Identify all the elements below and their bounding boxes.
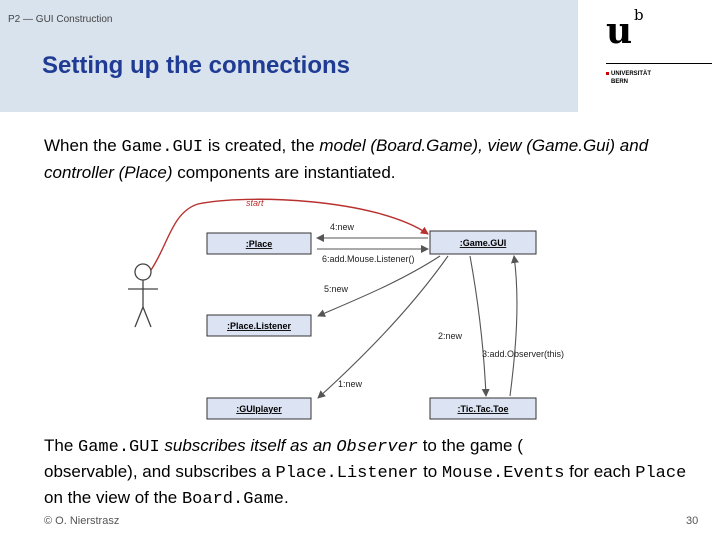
intro-code-gamegui: Game.GUI (121, 138, 204, 157)
placelistener-box (206, 314, 312, 337)
slide-header: P2 — GUI Construction Setting up the con… (0, 0, 578, 112)
para2-text-7: . (284, 488, 289, 507)
intro-text-2: is created, the (203, 136, 320, 155)
message-4-label: 4:new (330, 222, 355, 232)
para2-text-2: to the game ( (417, 436, 523, 455)
message-2-label: 2:new (438, 331, 463, 341)
intro-text-3: components are instantiated. (172, 163, 396, 182)
start-label: start (246, 198, 264, 208)
para2-code-placelistener: Place.Listener (275, 464, 419, 483)
guiplayer-box (206, 397, 312, 420)
gamegui-box (429, 230, 537, 255)
message-5-arrow (317, 255, 441, 317)
para2-code-boardgame: Board.Game (181, 490, 285, 509)
message-5-label: 5:new (324, 284, 349, 294)
message-3-arrow (509, 255, 519, 397)
slide-title: Setting up the connections (42, 52, 351, 79)
logo-letter-b: b (634, 6, 644, 24)
actor-stick-figure (128, 263, 158, 328)
start-arrow (150, 198, 429, 271)
message-3-label: 3:add.Observer(this) (482, 349, 564, 359)
message-1-arrow (317, 255, 449, 399)
para2-text-5: for each (564, 462, 636, 481)
placelistener-box-label: :Place.Listener (227, 321, 292, 331)
para2-code-gamegui: Game.GUI (78, 438, 160, 457)
explanation-paragraph: The Game.GUI subscribes itself as an Obs… (44, 434, 694, 512)
para2-text-6: on the view of the (44, 488, 182, 507)
logo-rule (606, 63, 712, 64)
para2-text-3: observable), and subscribes a (44, 462, 276, 481)
intro-text-1: When the (44, 136, 122, 155)
para2-code-observer: Observer (336, 438, 418, 457)
place-box (206, 232, 312, 255)
university-logo (578, 0, 720, 112)
message-6-label: 6:add.Mouse.Listener() (322, 254, 415, 264)
logo-wordmark: UNIVERSITÄT BERN (606, 70, 651, 86)
logo-square-icon (606, 71, 609, 75)
message-2-arrow (469, 255, 490, 397)
guiplayer-box-label: :GUIplayer (236, 404, 282, 414)
logo-letter-u: u (606, 10, 633, 52)
tictactoe-box-label: :Tic.Tac.Toe (457, 404, 508, 414)
para2-code-mouseevents: Mouse.Events (441, 464, 565, 483)
page-number: 30 (686, 515, 699, 527)
logo-line1: UNIVERSITÄT (611, 71, 652, 77)
gamegui-box-label: :Game.GUI (460, 238, 507, 248)
place-box-label: :Place (246, 239, 273, 249)
para2-text-4: to (418, 462, 442, 481)
copyright: © O. Nierstrasz (44, 515, 120, 527)
para2-emphasis: subscribes itself as an (159, 436, 337, 455)
intro-emphasis: model (Board.Game), view (Game.Gui) and … (44, 136, 649, 182)
para2-text-1: The (44, 436, 79, 455)
course-label: P2 — GUI Construction (8, 14, 113, 25)
tictactoe-box (429, 397, 537, 420)
para2-code-place: Place (635, 464, 687, 483)
logo-line2: BERN (611, 79, 629, 85)
message-1-label: 1:new (338, 379, 363, 389)
intro-paragraph: When the Game.GUI is created, the model … (44, 133, 684, 185)
